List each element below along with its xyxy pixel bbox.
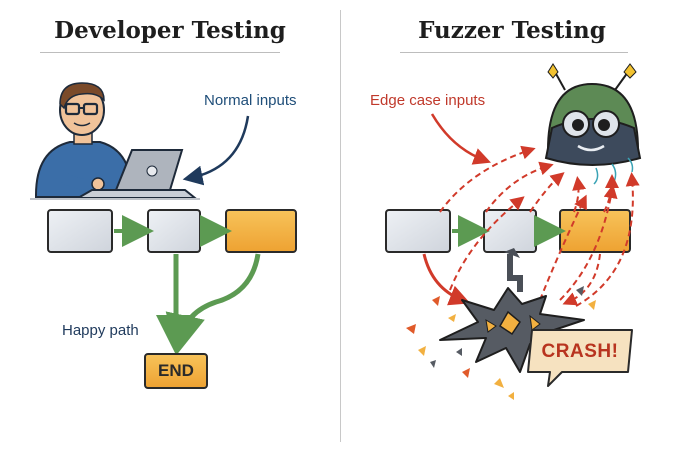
crash-input-arrow (422, 253, 471, 306)
fuzzer-robot-icon (544, 63, 642, 185)
fuzzer-testing-title: Fuzzer Testing (418, 17, 606, 44)
crash-burst-icon (406, 286, 596, 400)
right-middle-box (483, 209, 537, 253)
crash-return-arrow (562, 253, 601, 306)
left-orange-box (225, 209, 297, 253)
developer-testing-title: Developer Testing (54, 17, 286, 44)
normal-inputs-label: Normal inputs (204, 92, 297, 109)
crash-bubble (527, 329, 633, 387)
crash-label: CRASH! (541, 341, 619, 362)
broken-connector (507, 254, 523, 292)
right-title-rule (400, 52, 628, 53)
edge-case-inputs-arrow (430, 113, 492, 165)
right-input-box (385, 209, 451, 253)
broken-shard (504, 248, 520, 258)
happy-path-arrow-2 (165, 253, 261, 355)
left-title-rule (40, 52, 280, 53)
panel-divider (340, 10, 341, 442)
developer-with-laptop-icon (30, 82, 200, 200)
end-box (144, 353, 208, 389)
edge-case-inputs-label: Edge case inputs (370, 92, 486, 109)
happy-path-label: Happy path (62, 322, 139, 339)
left-input-box (47, 209, 113, 253)
normal-inputs-arrow (182, 115, 250, 186)
fuzz-dashed-arrows (439, 145, 640, 307)
left-middle-box (147, 209, 201, 253)
end-label: END (158, 361, 194, 380)
